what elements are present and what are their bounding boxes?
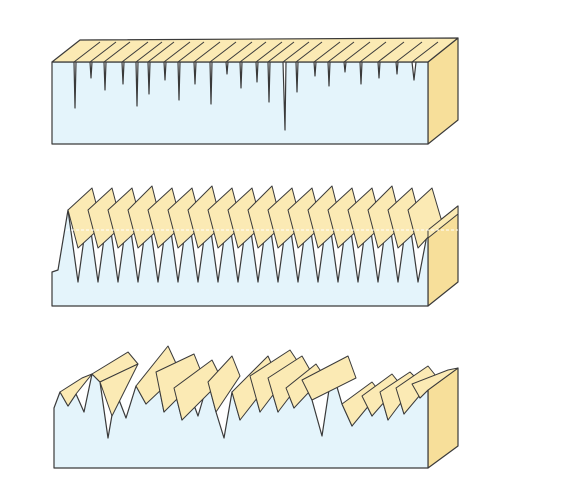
block-3-ridge-faces <box>59 345 459 427</box>
block-1-grooved-surface <box>51 37 459 145</box>
block-2-sawtooth-surface <box>51 185 459 307</box>
block-1-groove-lines <box>73 41 439 63</box>
block-1-front-face <box>51 61 429 145</box>
block-2-tooth-flanks <box>67 185 459 249</box>
block-3-irregular-surface <box>53 345 459 469</box>
